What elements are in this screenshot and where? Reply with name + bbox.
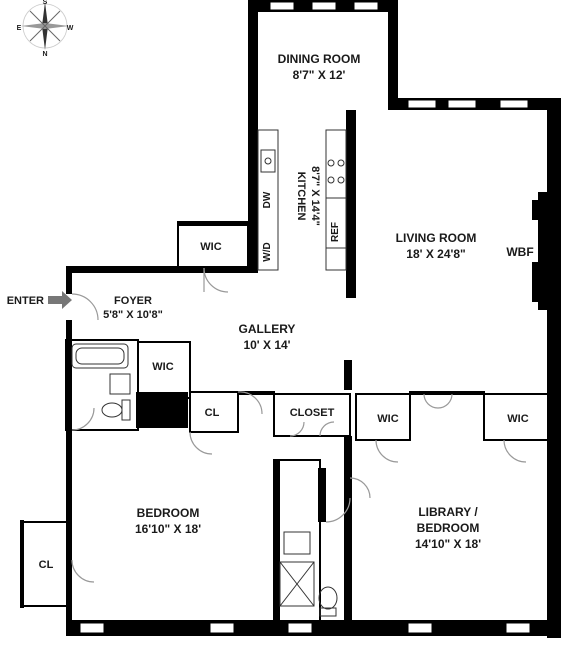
refrigerator-label: REF — [330, 222, 341, 242]
wic-library-right-label: WIC — [507, 413, 528, 425]
wic-kitchen-label: WIC — [200, 241, 221, 253]
library-name-line2: BEDROOM — [417, 521, 480, 535]
door-swings — [71, 267, 527, 583]
entry-arrow-icon — [48, 291, 72, 309]
bedroom-dims: 16'10" X 18' — [135, 522, 201, 536]
kitchen-name: KITCHEN — [295, 172, 307, 221]
wic-bath-label: WIC — [152, 361, 173, 373]
library-name-line1: LIBRARY / — [418, 505, 478, 519]
dining-room-dims: 8'7" X 12' — [293, 68, 346, 82]
windows — [79, 1, 531, 634]
foyer-dims: 5'8" X 10'8" — [103, 309, 163, 321]
cl-bedroom-label: CL — [39, 559, 54, 571]
wood-burning-fireplace-label: WBF — [506, 245, 533, 259]
living-room-name: LIVING ROOM — [396, 231, 477, 245]
living-room-dims: 18' X 24'8" — [406, 247, 465, 261]
fireplace-chimney — [532, 192, 550, 310]
dishwasher-label: DW — [262, 191, 273, 208]
compass-south: S — [43, 0, 48, 6]
compass-east: E — [17, 25, 22, 32]
foyer-name: FOYER — [114, 295, 152, 307]
interior-walls — [20, 110, 549, 626]
kitchen-fixtures: DW W/D REF — [257, 129, 347, 271]
wic-library-left-label: WIC — [377, 413, 398, 425]
entry-label: ENTER — [7, 295, 44, 307]
cl-hall-label: CL — [205, 407, 220, 419]
gallery-dims: 10' X 14' — [243, 338, 290, 352]
bedroom-name: BEDROOM — [137, 506, 200, 520]
washer-dryer-label: W/D — [262, 242, 273, 261]
bath-fixtures — [71, 343, 338, 617]
compass-north: N — [42, 51, 47, 58]
compass-rose-icon: S N W E — [17, 0, 74, 58]
gallery-name: GALLERY — [239, 322, 296, 336]
closet-label: CLOSET — [290, 407, 335, 419]
library-dims: 14'10" X 18' — [415, 537, 481, 551]
compass-west: W — [67, 25, 74, 32]
dining-room-name: DINING ROOM — [278, 52, 361, 66]
kitchen-dims: 8'7" X 14'4" — [309, 166, 321, 226]
